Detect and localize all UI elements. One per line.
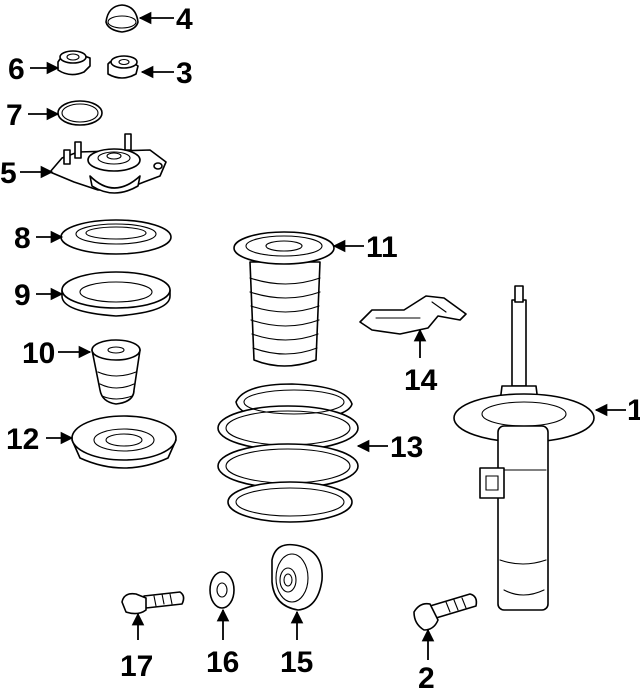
- part-2-bolt: [413, 593, 478, 631]
- part-12-lower-insulator: [71, 415, 177, 469]
- callout-17: 17: [120, 650, 153, 683]
- part-15-bushing: [271, 543, 323, 611]
- callout-2: 2: [418, 662, 435, 691]
- callout-7: 7: [6, 99, 23, 132]
- part-5-strut-mount: [49, 133, 167, 194]
- part-6-nut: [57, 50, 91, 76]
- part-9-insulator: [61, 271, 171, 317]
- callout-12: 12: [6, 423, 39, 456]
- part-8-seat: [60, 219, 172, 255]
- part-16-washer: [209, 571, 235, 609]
- callout-13: 13: [390, 431, 423, 464]
- callout-5: 5: [0, 157, 17, 190]
- part-13-coil-spring: [217, 383, 359, 523]
- part-10-bump-stop: [91, 339, 141, 405]
- callout-3: 3: [176, 57, 193, 90]
- callout-8: 8: [14, 222, 31, 255]
- callout-15: 15: [280, 646, 313, 679]
- callout-14: 14: [404, 364, 438, 397]
- callout-6: 6: [8, 53, 25, 86]
- part-4-dust-cap: [105, 4, 139, 33]
- part-1-strut-assembly: [453, 285, 595, 611]
- callout-1: 1: [627, 394, 640, 427]
- part-7-ring: [57, 100, 103, 126]
- part-11-dust-boot: [233, 231, 335, 367]
- part-3-nut: [107, 55, 139, 79]
- callout-11: 11: [366, 231, 398, 264]
- callout-16: 16: [206, 646, 239, 679]
- part-14-bracket: [359, 295, 467, 335]
- callout-9: 9: [14, 279, 31, 312]
- callout-4: 4: [176, 3, 193, 36]
- part-17-bolt: [121, 591, 185, 615]
- callout-10: 10: [22, 337, 55, 370]
